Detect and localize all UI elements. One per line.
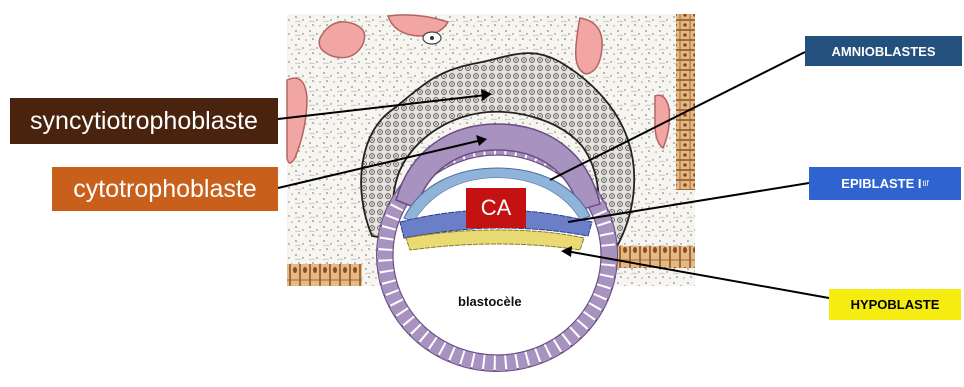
amnioblastes-label: AMNIOBLASTES xyxy=(805,36,962,66)
epiblaste-label-superscript: tif xyxy=(922,179,928,188)
blastocele-label: blastocèle xyxy=(458,294,522,309)
hypoblaste-label: HYPOBLASTE xyxy=(829,289,961,320)
uterine-epithelium-right xyxy=(610,246,695,268)
cytotrophoblaste-label: cytotrophoblaste xyxy=(52,167,278,211)
amniotic-cavity-label: CA xyxy=(466,188,526,228)
syncytiotrophoblaste-label: syncytiotrophoblaste xyxy=(10,98,278,144)
uterine-epithelium-left xyxy=(287,264,362,286)
uterine-gland xyxy=(676,14,695,190)
epiblaste-label-text: EPIBLASTE I xyxy=(841,176,921,191)
